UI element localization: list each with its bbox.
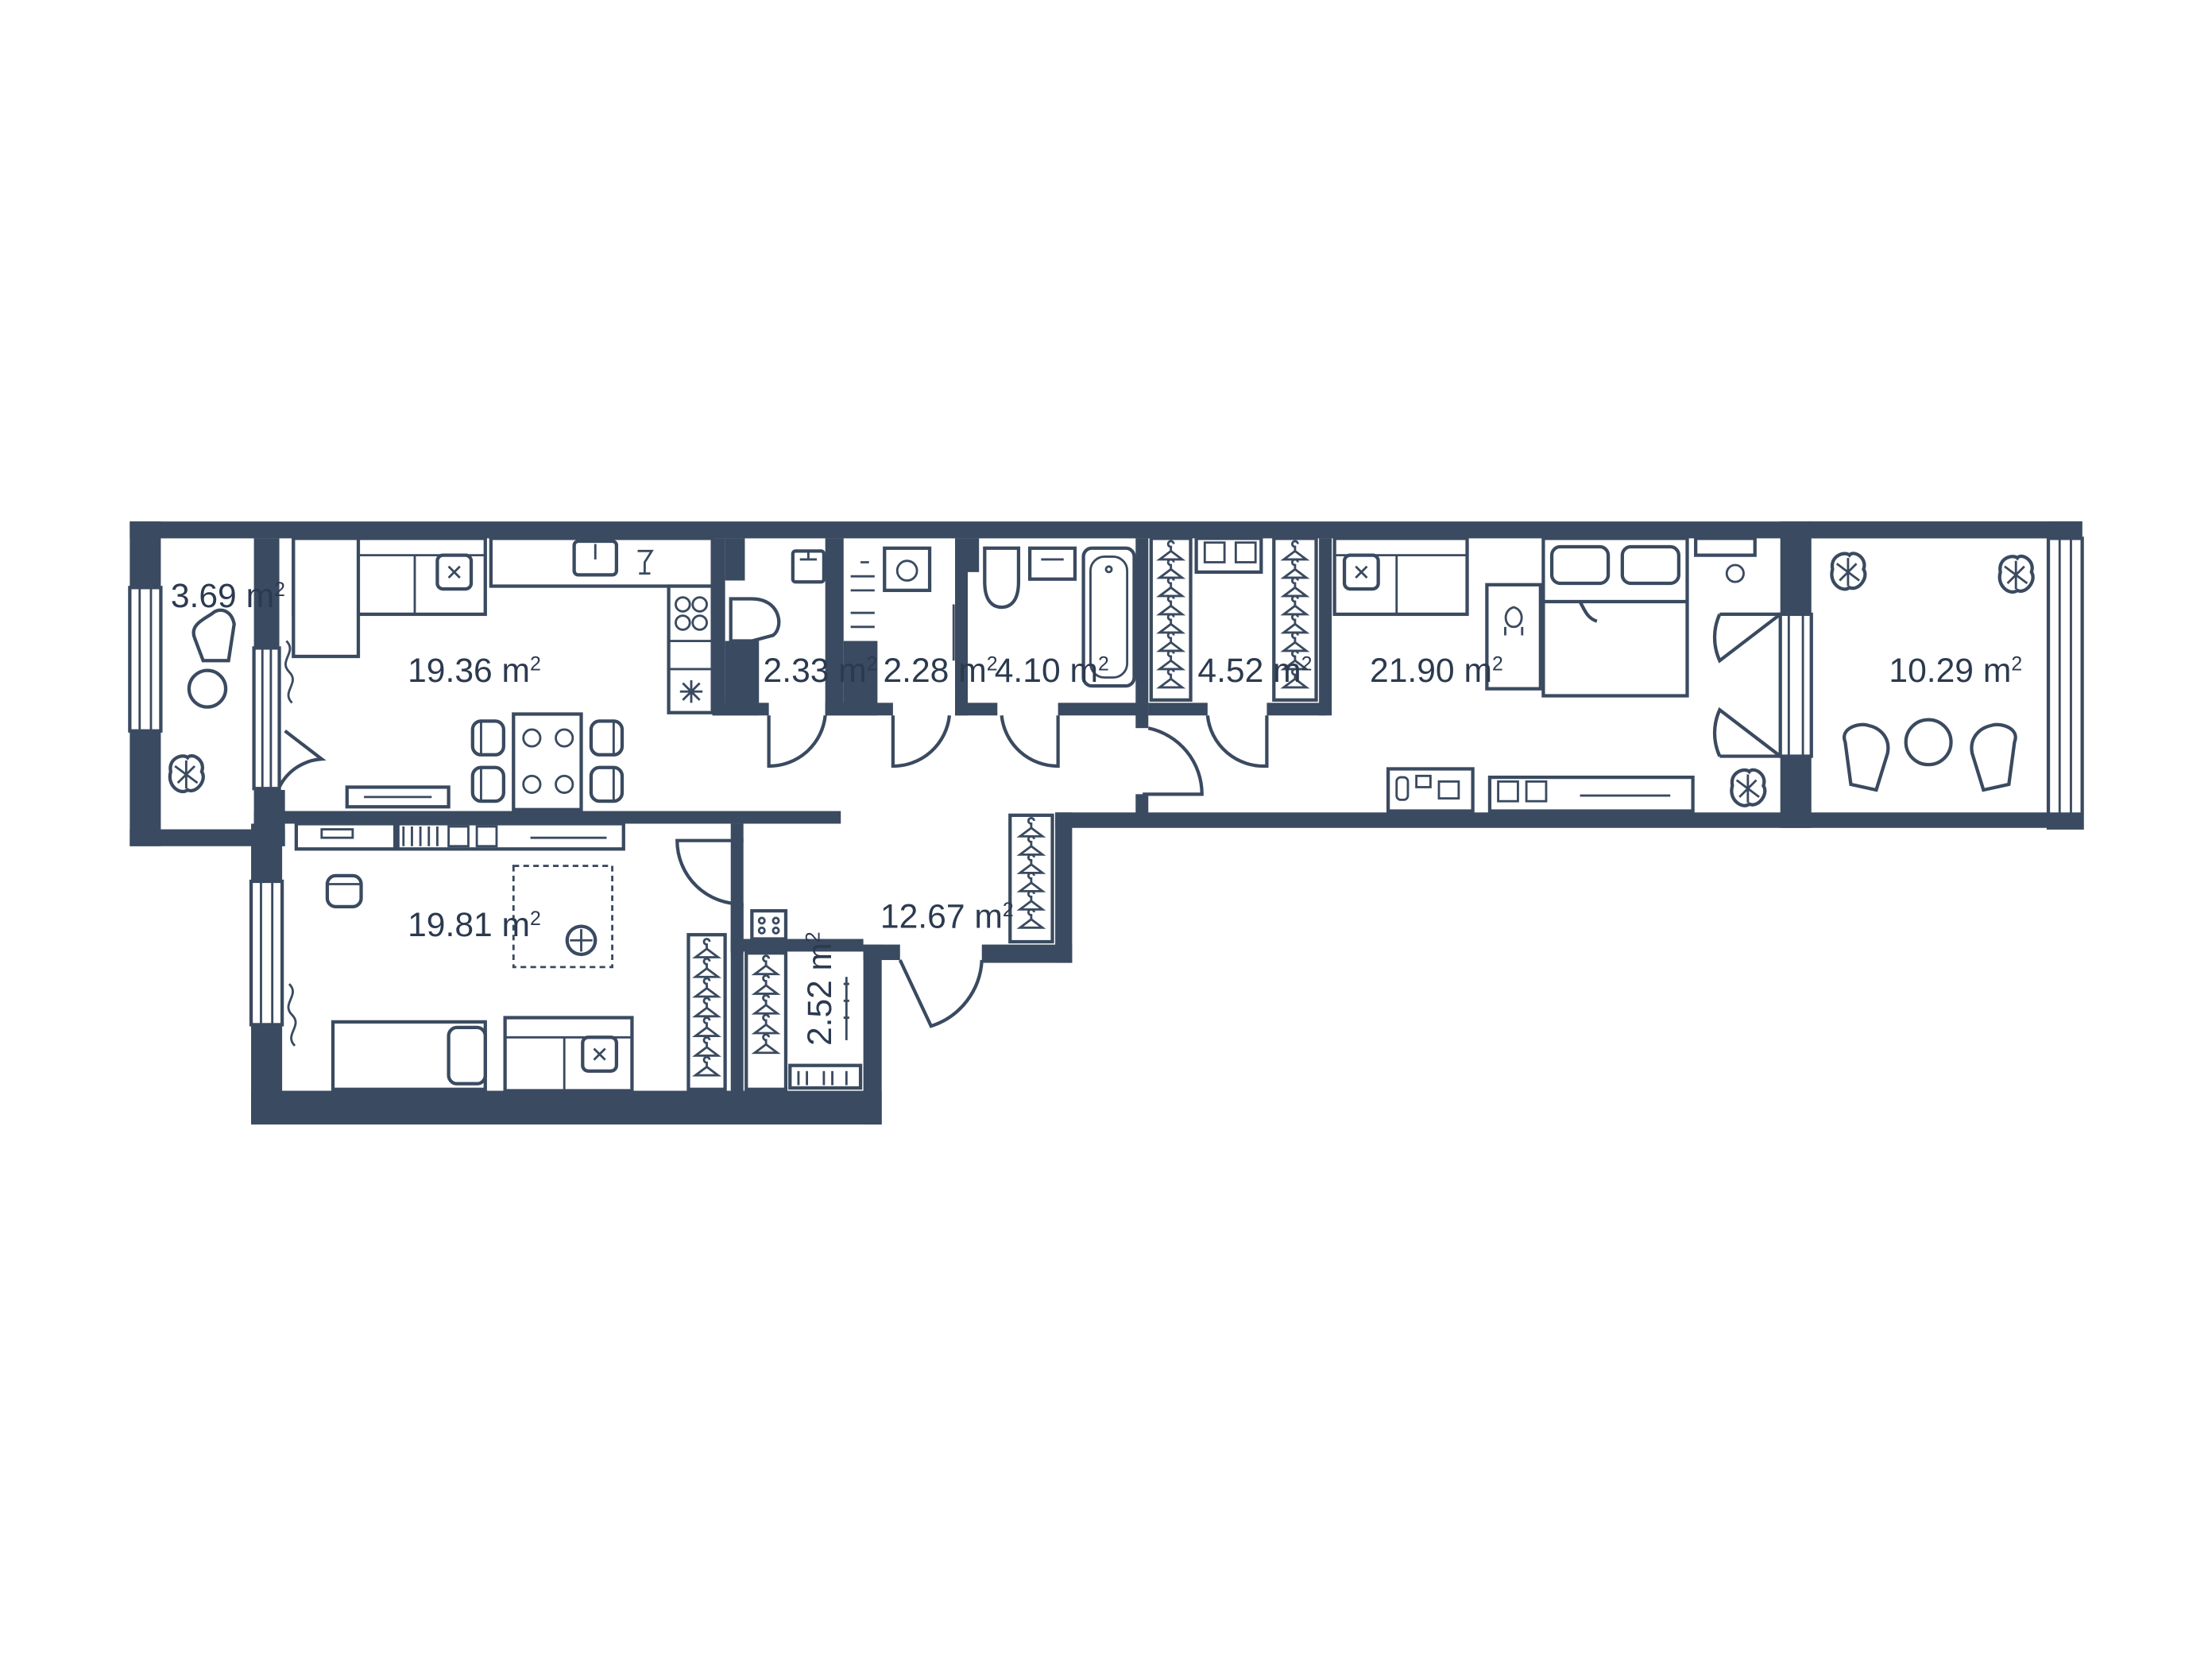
bedroom-2-furniture [287,822,727,1093]
area-label-bathroom-1: 2.33 m2 [764,652,878,690]
terrace-furniture [1831,553,2032,792]
laundry-furniture [850,546,955,661]
walls [130,521,2082,1125]
area-label-balcony-left: 3.69 m2 [171,577,285,615]
hallway-furniture [744,813,1054,1091]
area-label-terrace: 10.29 m2 [1889,652,2022,690]
area-label-hallway: 12.67 m2 [880,897,1014,935]
balcony-left-furniture [170,608,236,792]
bathroom-1-furniture [729,549,826,643]
area-label-laundry: 2.28 m2 [883,652,997,690]
area-label-kitchen-living: 19.36 m2 [408,652,541,690]
wardrobe-1-furniture [1149,536,1318,702]
kitchen-living-furniture [284,536,714,811]
master-bedroom-furniture [1332,536,1765,813]
area-labels: 3.69 m2 19.36 m2 2.33 m2 2.28 m2 4.10 m2… [171,577,2022,1046]
area-label-master-bedroom: 21.90 m2 [1370,652,1503,690]
bathroom-2-furniture [983,546,1136,688]
area-label-bedroom-2: 19.81 m2 [408,906,541,944]
windows [128,521,2084,1027]
area-label-bathroom-2: 4.10 m2 [995,652,1109,690]
area-label-wardrobe-2: 2.52 m2 [801,931,839,1046]
area-label-wardrobe-1: 4.52 m2 [1197,652,1312,690]
doors [277,612,1785,1028]
